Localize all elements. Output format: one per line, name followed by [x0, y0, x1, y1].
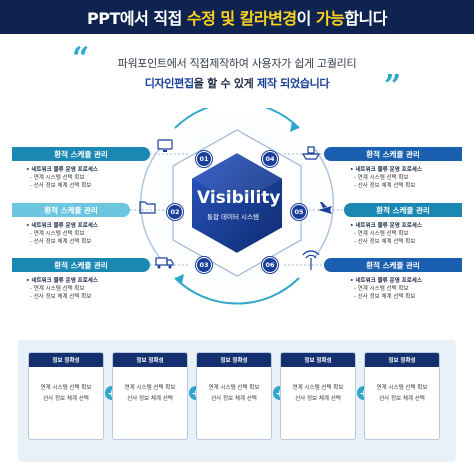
ring-arc-right	[313, 147, 335, 259]
bottom-panel: 정보 정확성 연계 시스템 선택 확보 선사 정보 체계 선택 + 정보 정확성…	[18, 340, 456, 462]
right-label-1: 환적 스케쥴 관리	[324, 147, 462, 161]
center-subtitle: 통합 데이터 시스템	[207, 213, 259, 221]
airplane-icon	[318, 202, 332, 214]
badge-05: 05	[291, 204, 307, 220]
bottom-card-line-2: 선사 정보 체계 선택	[295, 396, 341, 402]
center-title: Visibility	[197, 188, 281, 208]
left-bullets-3: 네트워크 물류 운영 프로세스 연계 시스템 선택 확보 선사 정보 체계 선택…	[26, 277, 98, 301]
bottom-card-line-2: 선사 정보 체계 선택	[211, 396, 257, 402]
bullet-sub-2: 선사 정보 체계 선택 확보	[350, 293, 422, 301]
bullet-sub-2: 선사 정보 체계 선택 확보	[26, 182, 98, 190]
right-bullets-3: 네트워크 물류 운영 프로세스 연계 시스템 선택 확보 선사 정보 체계 선택…	[350, 277, 422, 301]
bottom-card-3: 정보 정확성 연계 시스템 선택 확보 선사 정보 체계 선택	[196, 352, 272, 440]
banner-text-pre: PPT에서 직접	[87, 9, 187, 28]
bottom-card-line-2: 선사 정보 체계 선택	[379, 396, 425, 402]
bottom-card-2: 정보 정확성 연계 시스템 선택 확보 선사 정보 체계 선택	[112, 352, 188, 440]
right-bullets-1: 네트워크 물류 운영 프로세스 연계 시스템 선택 확보 선사 정보 체계 선택…	[350, 166, 422, 190]
bottom-card-line-1: 연계 시스템 선택 확보	[124, 385, 176, 391]
folder-icon	[139, 201, 156, 214]
bottom-card-title: 정보 정확성	[281, 353, 355, 367]
left-label-3: 환적 스케쥴 관리	[12, 258, 150, 272]
hexagon-shine	[191, 152, 283, 204]
bullet-main: 네트워크 물류 운영 프로세스	[26, 277, 97, 285]
bullet-main: 네트워크 물류 운영 프로세스	[350, 222, 421, 230]
truck-icon	[155, 257, 174, 269]
intro-highlight-made: 제작 되었습니다	[257, 77, 330, 90]
badge-03: 03	[196, 257, 212, 273]
left-label-2: 환적 스케쥴 관리	[12, 203, 130, 217]
bullet-sub-2: 선사 정보 체계 선택 확보	[350, 182, 422, 190]
bullet-sub-2: 선사 정보 체계 선택 확보	[26, 293, 98, 301]
intro-text: 파워포인트에서 직접제작하여 사용자가 쉽게 고퀄리티 디자인편집을 할 수 있…	[0, 55, 474, 91]
ring-arrow-top	[290, 122, 299, 132]
right-bullets-2: 네트워크 물류 운영 프로세스 연계 시스템 선택 확보 선사 정보 체계 선택…	[350, 222, 422, 246]
visibility-diagram: Visibility 통합 데이터 시스템 01 02 03 04 05 06 …	[0, 108, 474, 338]
bottom-card-1: 정보 정확성 연계 시스템 선택 확보 선사 정보 체계 선택	[28, 352, 104, 440]
ring-arc-left	[139, 147, 161, 259]
left-bullets-2: 네트워크 물류 운영 프로세스 연계 시스템 선택 확보 선사 정보 체계 선택…	[26, 222, 98, 246]
bottom-card-title: 정보 정확성	[29, 353, 103, 367]
bullet-sub-1: 연계 시스템 선택 확보	[350, 230, 422, 238]
bottom-card-4: 정보 정확성 연계 시스템 선택 확보 선사 정보 체계 선택	[280, 352, 356, 440]
bullet-main: 네트워크 물류 운영 프로세스	[350, 277, 421, 285]
banner-text-post: 합니다	[344, 9, 387, 28]
bottom-card-line-1: 연계 시스템 선택 확보	[208, 385, 260, 391]
banner-text-mid: 이	[296, 9, 316, 28]
bullet-sub-1: 연계 시스템 선택 확보	[26, 230, 98, 238]
bullet-sub-1: 연계 시스템 선택 확보	[26, 285, 98, 293]
bottom-card-line-1: 연계 시스템 선택 확보	[292, 385, 344, 391]
bullet-main: 네트워크 물류 운영 프로세스	[26, 166, 97, 174]
left-label-1: 환적 스케쥴 관리	[12, 147, 150, 161]
banner-title: PPT에서 직접 수정 및 칼라변경이 가능합니다	[87, 5, 387, 29]
ring-arc-top	[174, 108, 300, 129]
bullet-sub-2: 선사 정보 체계 선택 확보	[26, 238, 98, 246]
bullet-sub-1: 연계 시스템 선택 확보	[350, 174, 422, 182]
ship-icon	[301, 146, 321, 160]
intro-line-2-mid: 을 할 수 있게	[193, 77, 258, 90]
banner-highlight-possible: 가능	[315, 9, 345, 28]
bullet-main: 네트워크 물류 운영 프로세스	[26, 222, 97, 230]
bottom-card-title: 정보 정확성	[113, 353, 187, 367]
antenna-icon	[302, 250, 320, 270]
badge-04: 04	[262, 151, 278, 167]
ring-arrow-bottom	[175, 274, 184, 284]
bottom-card-title: 정보 정확성	[197, 353, 271, 367]
center-hexagon	[190, 150, 284, 256]
bottom-card-title: 정보 정확성	[365, 353, 439, 367]
bottom-card-line-1: 연계 시스템 선택 확보	[40, 385, 92, 391]
bullet-main: 네트워크 물류 운영 프로세스	[350, 166, 421, 174]
badge-02: 02	[167, 204, 183, 220]
bottom-card-line-2: 선사 정보 체계 선택	[127, 396, 173, 402]
left-bullets-1: 네트워크 물류 운영 프로세스 연계 시스템 선택 확보 선사 정보 체계 선택…	[26, 166, 98, 190]
bullet-sub-1: 연계 시스템 선택 확보	[350, 285, 422, 293]
right-label-3: 환적 스케쥴 관리	[324, 258, 462, 272]
bullet-sub-2: 선사 정보 체계 선택 확보	[350, 238, 422, 246]
title-banner: PPT에서 직접 수정 및 칼라변경이 가능합니다	[0, 0, 474, 34]
banner-highlight-edit: 수정 및 칼라변경	[186, 9, 297, 28]
computer-icon	[157, 139, 173, 152]
intro-line-1: 파워포인트에서 직접제작하여 사용자가 쉽게 고퀄리티	[117, 57, 357, 70]
ring-arc-bottom	[174, 277, 300, 305]
close-quote-icon: ”	[384, 69, 402, 104]
bottom-card-line-1: 연계 시스템 선택 확보	[376, 385, 428, 391]
bullet-sub-1: 연계 시스템 선택 확보	[26, 174, 98, 182]
intro-line-2: 디자인편집을 할 수 있게 제작 되었습니다	[0, 75, 474, 91]
badge-06: 06	[262, 257, 278, 273]
intro-highlight-design: 디자인편집	[144, 77, 194, 90]
badge-01: 01	[196, 151, 212, 167]
right-label-2: 환적 스케쥴 관리	[344, 203, 462, 217]
bottom-card-5: 정보 정확성 연계 시스템 선택 확보 선사 정보 체계 선택	[364, 352, 440, 440]
bottom-card-line-2: 선사 정보 체계 선택	[43, 396, 89, 402]
open-quote-icon: “	[72, 41, 90, 76]
